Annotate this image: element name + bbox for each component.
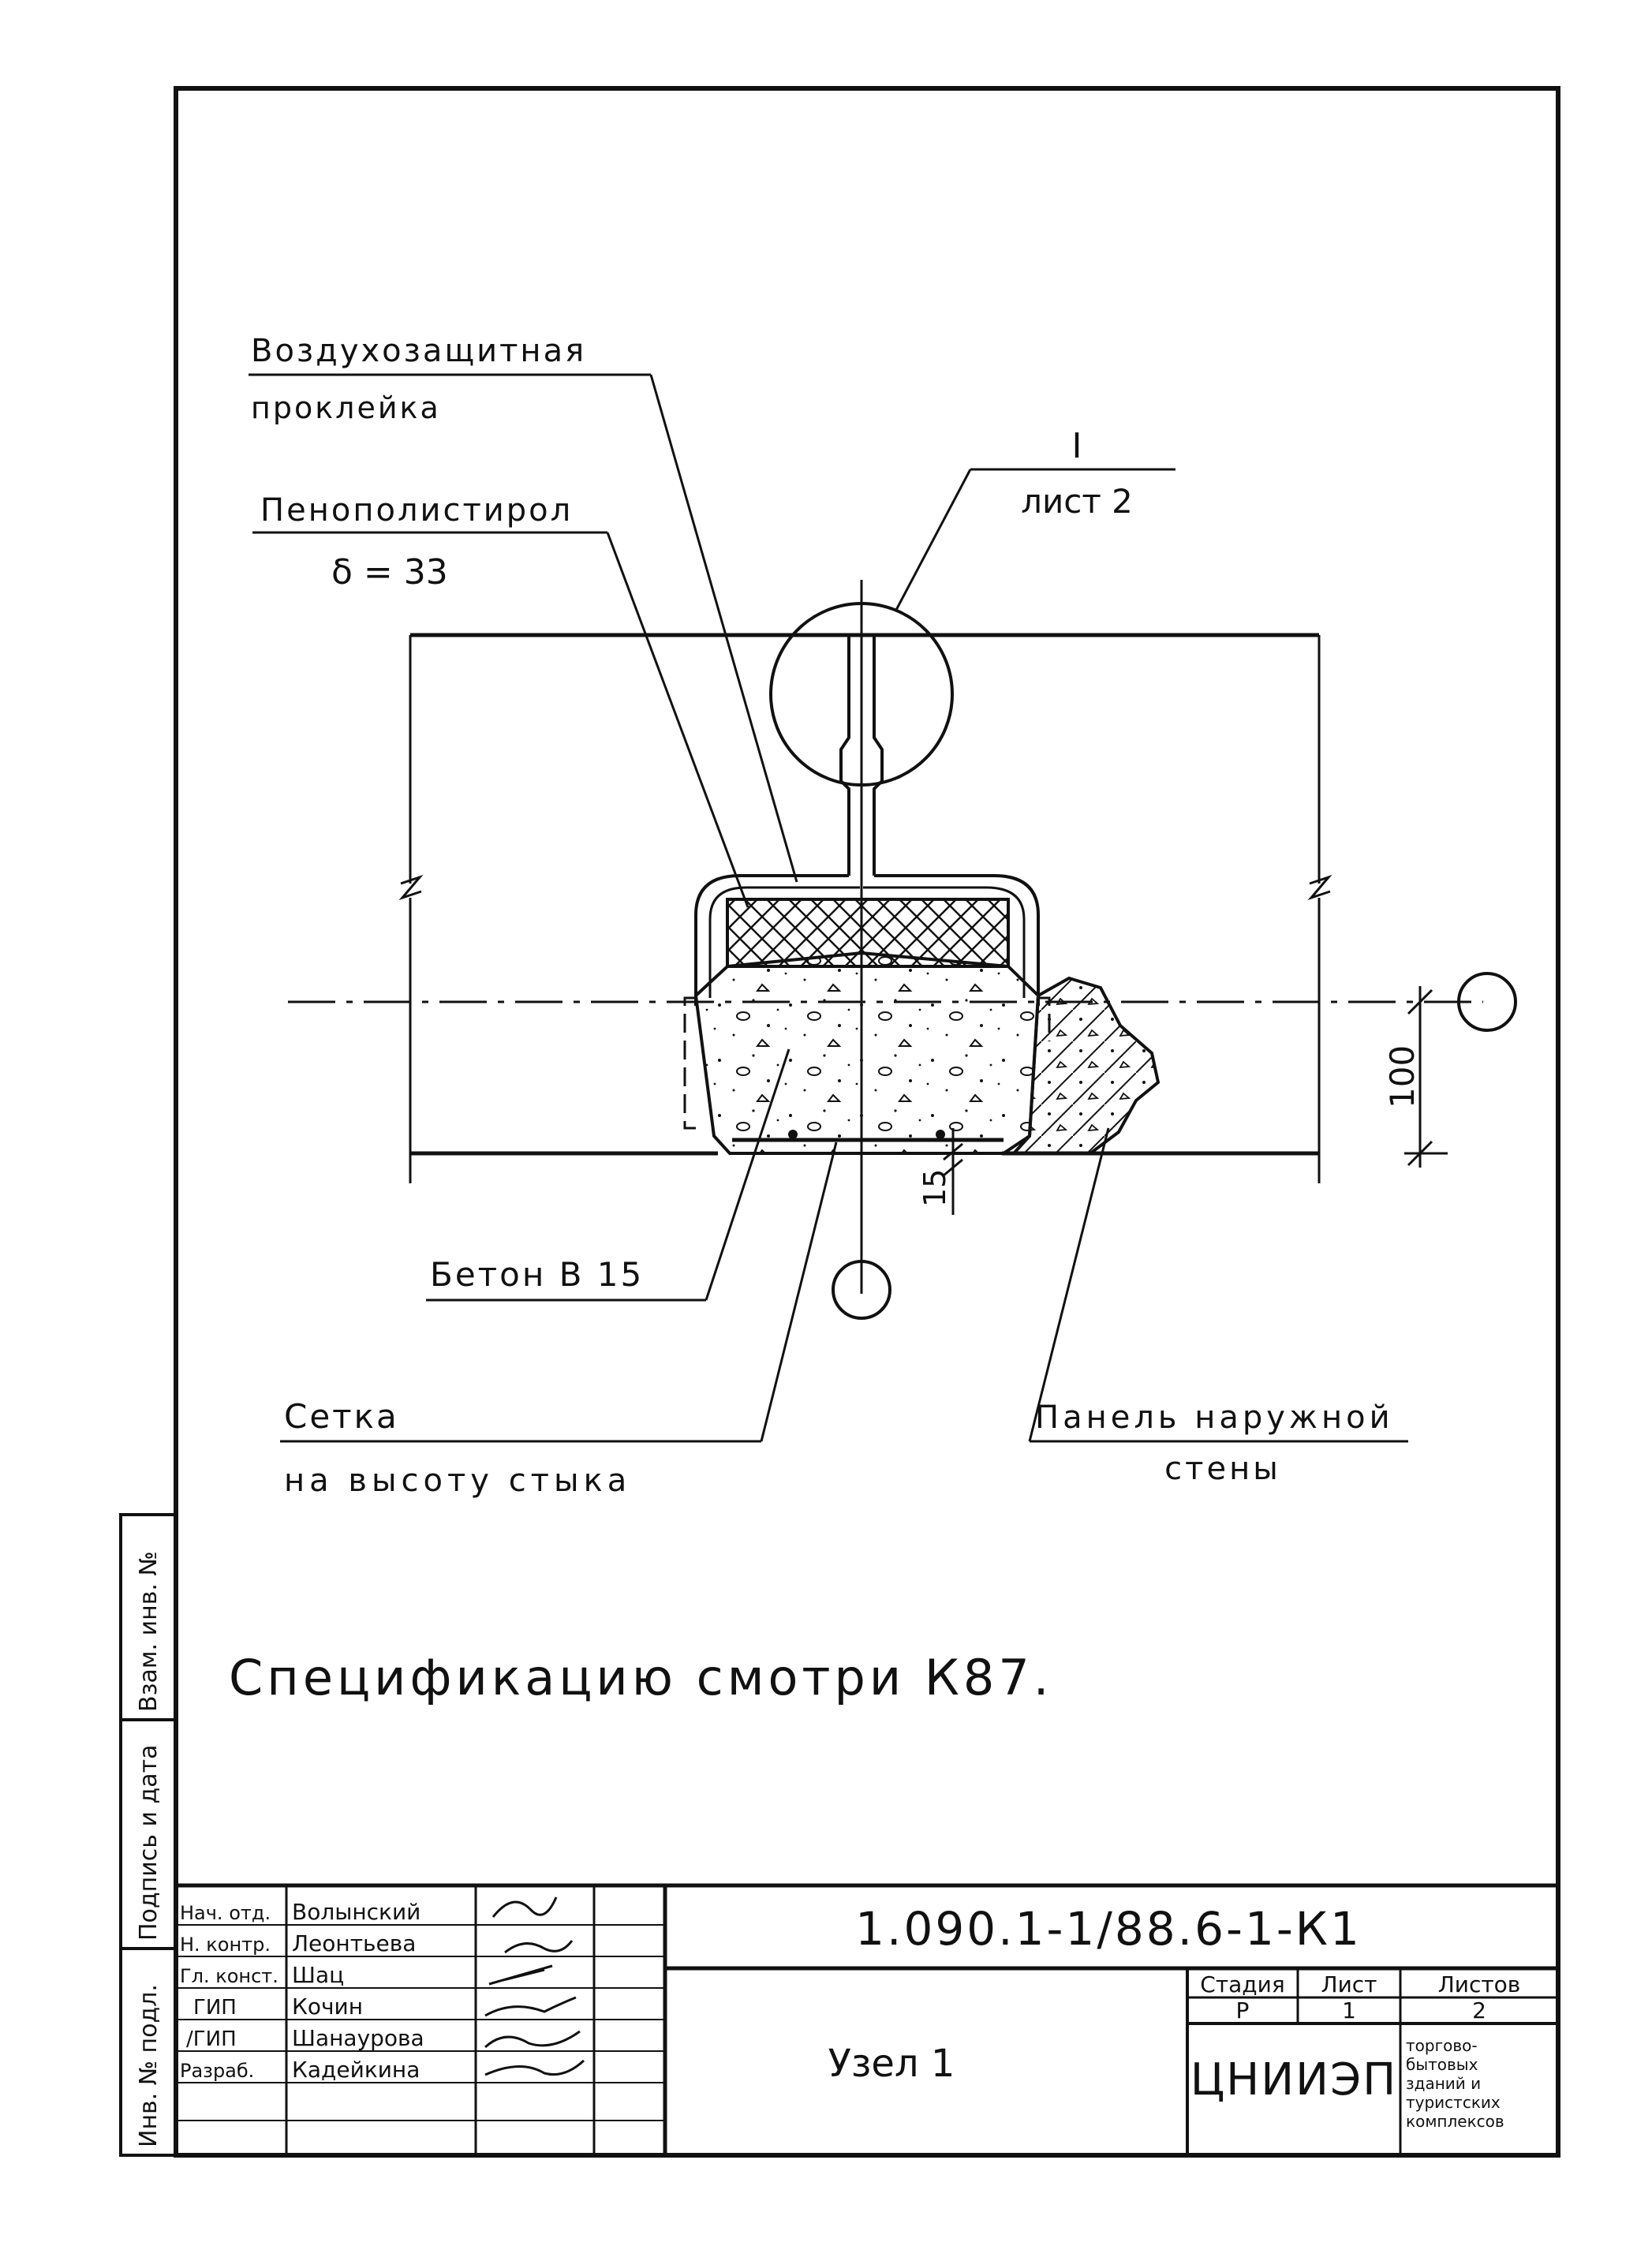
label-foam-1: Пенополистирол xyxy=(260,492,573,529)
name-5: Кадейкина xyxy=(292,2057,420,2083)
stamp-inv-podl: Инв. № подл. xyxy=(135,1984,163,2147)
drawing-name: Узел 1 xyxy=(828,2042,955,2086)
specification-note: Спецификацию смотри К87. xyxy=(229,1649,1053,1706)
wall-outlines xyxy=(398,633,1332,1183)
label-air-barrier-1: Воздухозащитная xyxy=(251,333,586,369)
exterior-wall-panel xyxy=(1010,976,1161,1155)
sheet-header: Лист xyxy=(1321,1971,1377,1997)
label-concrete: Бетон В 15 xyxy=(430,1255,644,1294)
organization: ЦНИИЭП xyxy=(1190,2054,1398,2106)
axis-marker-horizontal xyxy=(1457,972,1517,1032)
detail-ref-number: I xyxy=(1072,426,1082,466)
role-1: Н. контр. xyxy=(180,1934,271,1956)
sheet-value: 1 xyxy=(1342,1997,1356,2023)
name-1: Леонтьева xyxy=(292,1930,416,1956)
name-4: Шанаурова xyxy=(292,2025,424,2051)
leader-air-barrier: Воздухозащитная проклейка xyxy=(249,333,798,883)
role-2: Гл. конст. xyxy=(180,1965,278,1987)
name-0: Волынский xyxy=(292,1899,420,1925)
stage-header: Стадия xyxy=(1200,1971,1284,1997)
axis-marker-vertical xyxy=(832,1260,891,1320)
joint-section xyxy=(683,874,1161,1155)
leader-concrete: Бетон В 15 xyxy=(426,1048,790,1302)
side-stamp: Взам. инв. № Подпись и дата Инв. № подл. xyxy=(119,1513,178,2157)
org-desc-4: комплексов xyxy=(1406,2112,1504,2131)
detail-callout: I лист 2 xyxy=(769,426,1175,787)
role-3: ГИП xyxy=(193,1996,237,2020)
role-5: Разраб. xyxy=(180,2060,254,2082)
stage-value: Р xyxy=(1236,1997,1250,2023)
role-0: Нач. отд. xyxy=(180,1902,271,1924)
joint-stem xyxy=(839,635,884,876)
leader-mesh: Сетка на высоту стыка xyxy=(280,1142,838,1499)
detail-ref-sheet: лист 2 xyxy=(1021,482,1133,521)
org-desc-0: торгово- xyxy=(1406,2036,1478,2055)
label-foam-2: δ = 33 xyxy=(331,552,448,592)
label-panel-2: стены xyxy=(1164,1451,1281,1487)
stamp-vzam-inv: Взам. инв. № xyxy=(135,1551,163,1712)
label-panel-1: Панель наружной xyxy=(1035,1399,1394,1436)
dimension-15: 15 xyxy=(918,1128,963,1215)
name-3: Кочин xyxy=(292,1994,363,2020)
leader-panel: Панель наружной стены xyxy=(1028,1127,1408,1487)
label-air-barrier-2: проклейка xyxy=(251,390,441,425)
dimension-100: 100 xyxy=(1383,986,1448,1168)
role-4: /ГИП xyxy=(186,2027,237,2051)
org-desc-1: бытовых xyxy=(1406,2055,1478,2074)
stamp-podpis-data: Подпись и дата xyxy=(135,1745,163,1941)
dimension-15-label: 15 xyxy=(918,1169,952,1207)
name-2: Шац xyxy=(292,1962,344,1988)
sheets-value: 2 xyxy=(1472,1997,1486,2023)
signatures xyxy=(484,1896,585,2076)
drawing-frame xyxy=(174,86,1560,2158)
org-desc-3: туристских xyxy=(1406,2093,1501,2112)
label-mesh-1: Сетка xyxy=(284,1397,399,1436)
label-mesh-2: на высоту стыка xyxy=(284,1463,631,1499)
sheets-header: Листов xyxy=(1438,1971,1521,1997)
leader-foam: Пенополистирол δ = 33 xyxy=(252,492,749,908)
title-block: Нач. отд. Н. контр. Гл. конст. ГИП /ГИП … xyxy=(176,1883,1558,2155)
concrete-fill xyxy=(693,951,1041,1155)
dimension-100-label: 100 xyxy=(1383,1045,1422,1108)
document-code: 1.090.1-1/88.6-1-К1 xyxy=(855,1902,1362,1956)
org-desc-2: зданий и xyxy=(1406,2074,1481,2093)
